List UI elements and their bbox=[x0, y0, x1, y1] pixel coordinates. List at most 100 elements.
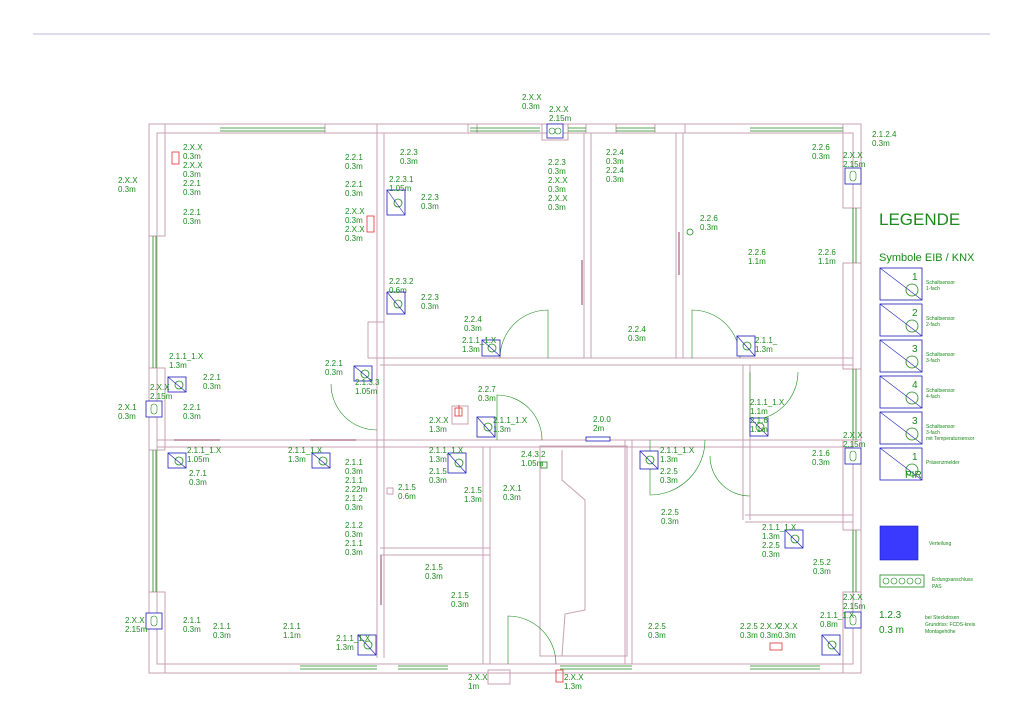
sensor-ring-icon bbox=[905, 283, 919, 297]
sensor-ring-icon bbox=[905, 427, 919, 441]
legend-item-text: 2-fach bbox=[926, 322, 940, 328]
sensor-ring-icon bbox=[905, 355, 919, 369]
legend-title: LEGENDE bbox=[879, 210, 960, 229]
wall-switch-icon bbox=[844, 611, 862, 629]
switch-symbol-icon bbox=[353, 365, 373, 382]
switch-symbol-icon bbox=[639, 450, 659, 470]
sensor-ring-icon bbox=[905, 319, 919, 333]
switch-symbol-icon bbox=[784, 529, 804, 549]
erdung-symbol-icon bbox=[879, 574, 925, 588]
outlets bbox=[171, 151, 783, 683]
legend-item-text: Schaltsensor bbox=[926, 388, 955, 394]
example-text-3: Montagehöhe bbox=[925, 629, 956, 635]
legend-item-text: 3-fach bbox=[926, 358, 940, 364]
verteilung-label: Verteilung bbox=[929, 541, 951, 547]
wall-switch-icon bbox=[145, 400, 163, 418]
verteilung-swatch bbox=[879, 525, 919, 561]
legend-subtitle: Symbole EIB / KNX bbox=[879, 252, 975, 264]
legend-item-text: Schaltsensor bbox=[926, 280, 955, 286]
wall-switch-icon bbox=[844, 167, 862, 185]
switch-symbols bbox=[145, 123, 862, 656]
example-height: 0.3 m bbox=[879, 625, 904, 636]
switch-symbol-icon bbox=[386, 189, 406, 216]
switch-symbol-icon bbox=[167, 452, 187, 469]
legend-item-text: 4-fach bbox=[926, 394, 940, 400]
legend-item-number: 1 bbox=[912, 452, 918, 463]
legend-item-text: 3-fach bbox=[926, 430, 940, 436]
legend-item-text: Schaltsensor bbox=[926, 316, 955, 322]
sliding-doors bbox=[174, 232, 680, 605]
legend-item-text: mit Temperatursensor bbox=[926, 436, 975, 442]
wall-switch-icon bbox=[546, 123, 564, 139]
windows bbox=[152, 127, 857, 670]
example-text-2: Grundriss: FCDS-kreis bbox=[925, 622, 976, 628]
example-code: 1.2.3 bbox=[879, 610, 902, 621]
legend-item-text: Präsenzmelder bbox=[926, 460, 960, 466]
legend-item-sub: PIR bbox=[905, 470, 922, 481]
legend-item-number: 3 bbox=[912, 344, 918, 355]
legend-item-text: Schaltsensor bbox=[926, 424, 955, 430]
junction-box-icon bbox=[540, 461, 548, 469]
switch-symbol-icon bbox=[311, 452, 331, 469]
switch-symbol-icon bbox=[736, 335, 756, 357]
legend-item-number: 4 bbox=[912, 380, 918, 391]
sensor-ring-icon bbox=[905, 463, 919, 477]
